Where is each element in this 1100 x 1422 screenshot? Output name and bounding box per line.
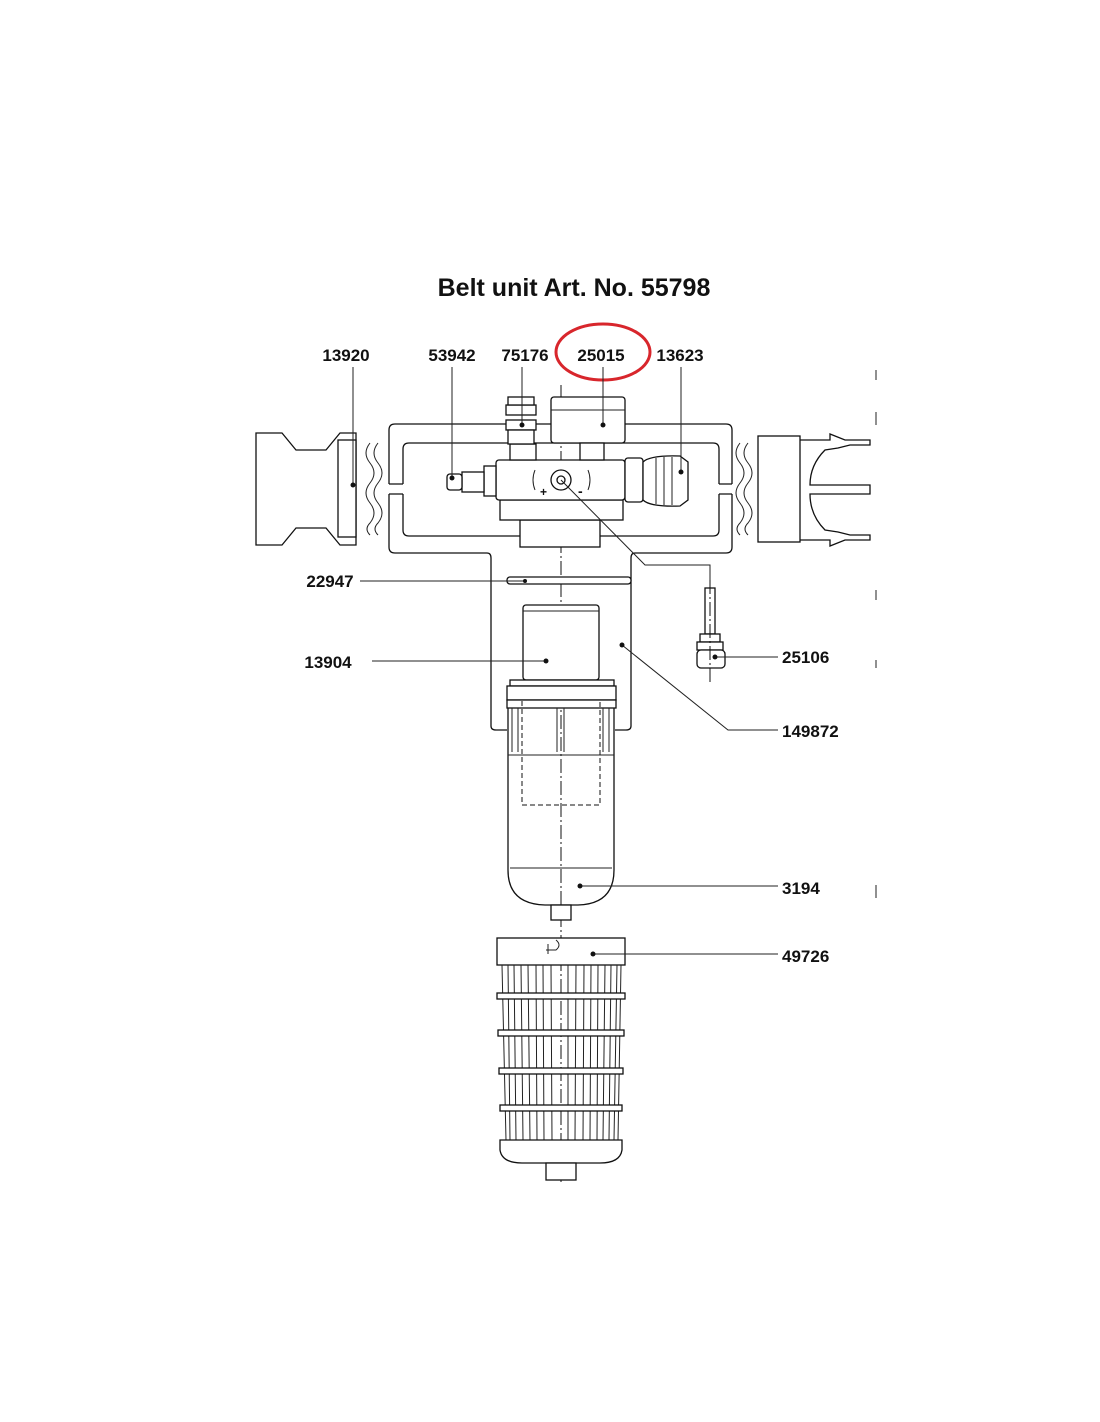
leader-lines — [350, 367, 778, 957]
left-buckle — [255, 432, 383, 546]
bowl-3194 — [507, 699, 615, 921]
sensor-25106 — [696, 580, 726, 683]
right-buckle — [735, 433, 871, 547]
svg-text:+: + — [540, 485, 547, 499]
coupling-75176 — [505, 396, 537, 461]
part-label-3194: 3194 — [782, 879, 820, 898]
part-label-149872: 149872 — [782, 722, 839, 741]
part-label-13920: 13920 — [322, 346, 369, 365]
gauge-25015 — [550, 396, 626, 461]
plug-53942 — [446, 465, 497, 497]
part-label-13623: 13623 — [656, 346, 703, 365]
part-label-53942: 53942 — [428, 346, 475, 365]
basket-49726 — [496, 937, 626, 1181]
part-label-75176: 75176 — [501, 346, 548, 365]
part-label-25106: 25106 — [782, 648, 829, 667]
part-label-49726: 49726 — [782, 947, 829, 966]
gauge-hose — [560, 479, 711, 590]
part-label-22947: 22947 — [306, 572, 353, 591]
filter-13904 — [506, 604, 617, 709]
part-label-13904: 13904 — [304, 653, 352, 672]
part-label-25015: 25015 — [577, 346, 624, 365]
coupling-13623 — [624, 455, 689, 507]
valve-block: + - — [495, 459, 626, 548]
svg-text:-: - — [578, 483, 583, 499]
diagram-title: Belt unit Art. No. 55798 — [438, 274, 711, 302]
